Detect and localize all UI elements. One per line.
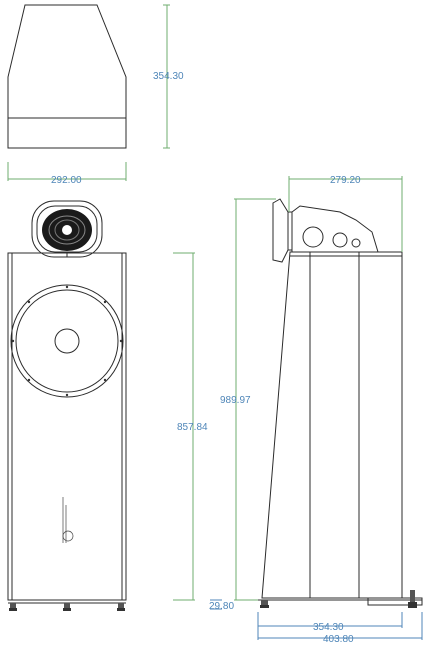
top-depth-dim-label: 354.30 bbox=[153, 71, 184, 82]
side-view: 279.20 989.97 29.80 354.30 403.80 bbox=[209, 175, 423, 645]
plinth-dim-label: 29.80 bbox=[209, 601, 234, 612]
woofer-screw bbox=[27, 300, 31, 304]
woofer-screws bbox=[11, 285, 123, 397]
horn-tweeter-inner bbox=[36, 205, 98, 253]
woofer-frame bbox=[10, 284, 124, 398]
woofer-screw bbox=[27, 378, 31, 382]
woofer-surround bbox=[15, 289, 119, 393]
foot bbox=[410, 590, 415, 602]
port-circle bbox=[62, 530, 74, 542]
side-cabinet bbox=[261, 251, 403, 599]
side-port-1 bbox=[332, 232, 348, 248]
foot-pad bbox=[408, 602, 417, 608]
foot-pad bbox=[63, 608, 71, 611]
front-height-dim-label: 857.84 bbox=[177, 422, 208, 433]
woofer-screw bbox=[11, 339, 15, 343]
woofer-screw bbox=[65, 393, 69, 397]
front-feet bbox=[10, 603, 124, 608]
woofer-screw bbox=[103, 300, 107, 304]
head-depth-dim-label: 279.20 bbox=[330, 175, 361, 186]
front-port-logo bbox=[62, 497, 74, 543]
foot bbox=[118, 603, 124, 608]
foot-pad bbox=[260, 605, 269, 608]
horn-tweeter-dome bbox=[62, 225, 72, 235]
foot bbox=[261, 600, 268, 605]
foot-pad bbox=[117, 608, 125, 611]
side-midrange-driver bbox=[302, 226, 324, 248]
woofer-screw bbox=[119, 339, 123, 343]
side-feet bbox=[261, 590, 415, 605]
woofer-dust-cap bbox=[54, 328, 80, 354]
side-feet-pads bbox=[260, 602, 417, 608]
front-cabinet bbox=[7, 252, 127, 601]
base-depth-inner-dim-label: 354.30 bbox=[313, 622, 344, 633]
front-feet-pads bbox=[9, 608, 125, 611]
woofer-screw bbox=[103, 378, 107, 382]
top-view-outline bbox=[7, 4, 127, 149]
foot bbox=[64, 603, 70, 608]
side-horn-face bbox=[272, 198, 289, 263]
top-view: 354.30 292.00 bbox=[7, 4, 184, 186]
side-port-2 bbox=[351, 238, 361, 248]
woofer-screw bbox=[65, 285, 69, 289]
horn-tweeter-ring bbox=[48, 215, 86, 245]
top-width-dim-label: 292.00 bbox=[51, 175, 82, 186]
horn-tweeter-ring-2 bbox=[54, 219, 80, 241]
side-base-plate bbox=[367, 597, 423, 606]
front-view: 857.84 bbox=[7, 200, 208, 611]
foot-pad bbox=[9, 608, 17, 611]
foot bbox=[10, 603, 16, 608]
total-height-dim-label: 989.97 bbox=[220, 395, 251, 406]
base-depth-outer-dim-label: 403.80 bbox=[323, 634, 354, 645]
